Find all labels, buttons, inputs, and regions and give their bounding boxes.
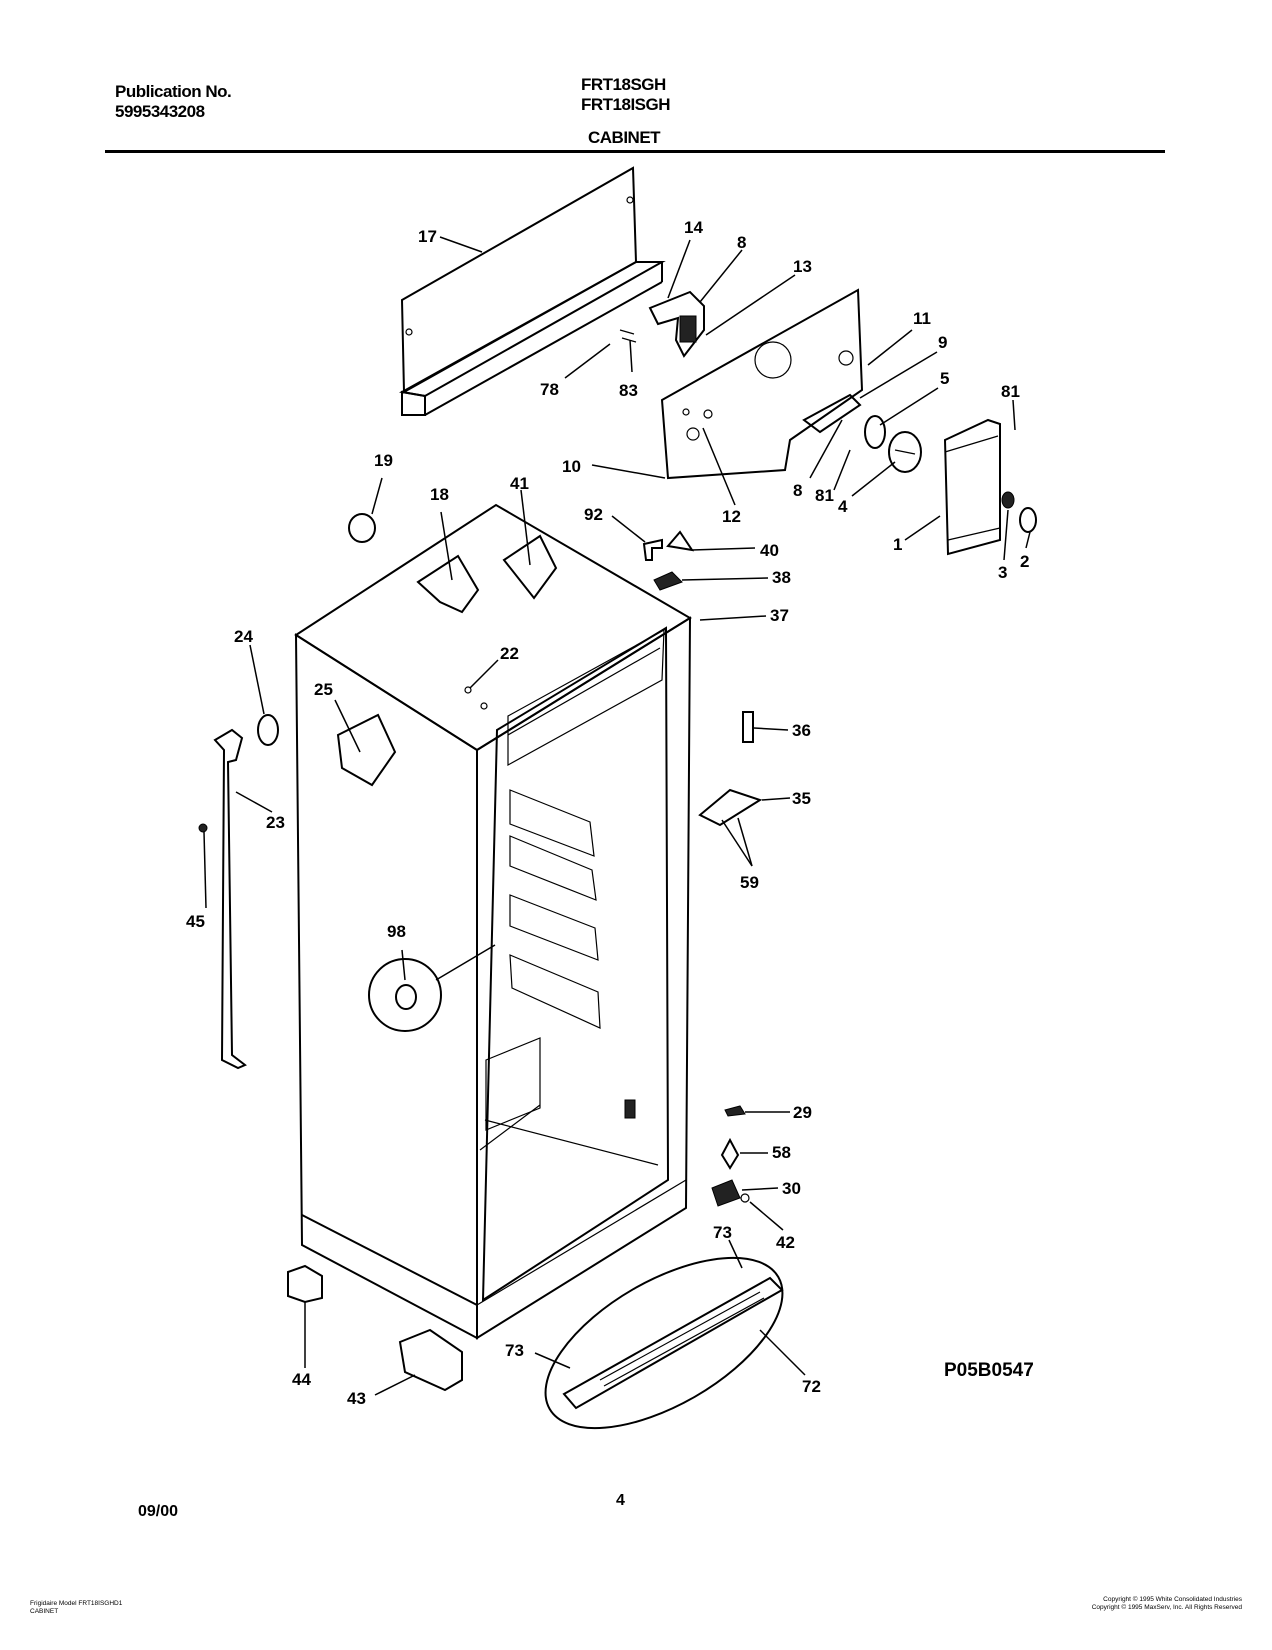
part-43-leveler xyxy=(398,1328,463,1392)
part-72-detail-ellipse xyxy=(544,1256,784,1430)
callout-numbers: 17 14 8 13 11 9 5 81 78 83 10 8 81 4 1 3… xyxy=(186,218,1029,1408)
callout: 19 xyxy=(374,451,393,470)
callout: 4 xyxy=(838,497,848,516)
callout: 41 xyxy=(510,474,529,493)
callout: 42 xyxy=(776,1233,795,1252)
callout: 24 xyxy=(234,627,253,646)
callout: 3 xyxy=(998,563,1007,582)
callout: 25 xyxy=(314,680,333,699)
model-number-1: FRT18SGH xyxy=(581,75,666,94)
part-98-detail-circle xyxy=(368,958,442,1032)
callout: 72 xyxy=(802,1377,821,1396)
callout: 45 xyxy=(186,912,205,931)
control-cover xyxy=(943,418,1037,556)
copyright-line-1: Copyright © 1995 White Consolidated Indu… xyxy=(1103,1596,1242,1603)
callout: 23 xyxy=(266,813,285,832)
callout: 9 xyxy=(938,333,947,352)
callout: 98 xyxy=(387,922,406,941)
part-19-plug xyxy=(348,513,376,543)
copyright-note: Copyright © 1995 White Consolidated Indu… xyxy=(1092,1596,1242,1612)
callout: 73 xyxy=(505,1341,524,1360)
thermostat-parts xyxy=(802,393,922,473)
callout: 83 xyxy=(619,381,638,400)
cabinet-body xyxy=(294,503,692,1340)
light-socket-bracket xyxy=(619,290,705,358)
callout: 10 xyxy=(562,457,581,476)
part-25-cutout xyxy=(336,713,397,787)
callout: 13 xyxy=(793,257,812,276)
callout: 8 xyxy=(737,233,746,252)
callout: 36 xyxy=(792,721,811,740)
callout: 35 xyxy=(792,789,811,808)
publication-label: Publication No. xyxy=(115,82,232,101)
callout: 40 xyxy=(760,541,779,560)
footer-model-line: Frigidaire Model FRT18ISGHD1 xyxy=(30,1600,123,1607)
callout: 8 xyxy=(793,481,802,500)
part-18-cutout xyxy=(416,554,480,614)
leader-lines xyxy=(203,236,1031,1396)
callout: 5 xyxy=(940,369,949,388)
callout: 58 xyxy=(772,1143,791,1162)
footer-section-line: CABINET xyxy=(30,1608,59,1615)
page-number: 4 xyxy=(616,1492,625,1509)
callout: 22 xyxy=(500,644,519,663)
callout: 44 xyxy=(292,1370,311,1389)
publication-number: 5995343208 xyxy=(115,102,205,121)
callout: 30 xyxy=(782,1179,801,1198)
part-44-clip xyxy=(287,1264,323,1304)
callout: 81 xyxy=(815,486,834,505)
publication-block: Publication No. 5995343208 xyxy=(115,82,232,122)
callout: 43 xyxy=(347,1389,366,1408)
callout: 1 xyxy=(893,535,902,554)
callout: 14 xyxy=(684,218,703,237)
callout: 2 xyxy=(1020,552,1029,571)
callout: 81 xyxy=(1001,382,1020,401)
model-block: FRT18SGH FRT18ISGH xyxy=(581,75,671,115)
callout: 59 xyxy=(740,873,759,892)
revision-date: 09/00 xyxy=(138,1503,179,1520)
control-housing-plate xyxy=(660,288,864,480)
callout: 73 xyxy=(713,1223,732,1242)
callout: 92 xyxy=(584,505,603,524)
section-title: CABINET xyxy=(588,128,661,147)
door-stop-parts xyxy=(198,714,279,1070)
copyright-line-2: Copyright © 1995 MaxServ, Inc. All Right… xyxy=(1091,1604,1242,1611)
hinge-right-parts xyxy=(698,711,763,1207)
callout: 29 xyxy=(793,1103,812,1122)
callout: 37 xyxy=(770,606,789,625)
callout: 78 xyxy=(540,380,559,399)
hinge-top-parts xyxy=(642,530,695,591)
callout: 38 xyxy=(772,568,791,587)
top-trim-panel xyxy=(399,166,666,416)
part-41-cutout xyxy=(502,534,558,600)
callout: 18 xyxy=(430,485,449,504)
callout: 17 xyxy=(418,227,437,246)
part-72-grille xyxy=(562,1276,784,1410)
header-rule xyxy=(105,150,1165,153)
diagram-id: P05B0547 xyxy=(944,1360,1034,1381)
callout: 11 xyxy=(913,309,931,328)
model-number-2: FRT18ISGH xyxy=(581,95,671,114)
footer-model-note: Frigidaire Model FRT18ISGHD1 CABINET xyxy=(30,1600,122,1616)
callout: 12 xyxy=(722,507,741,526)
